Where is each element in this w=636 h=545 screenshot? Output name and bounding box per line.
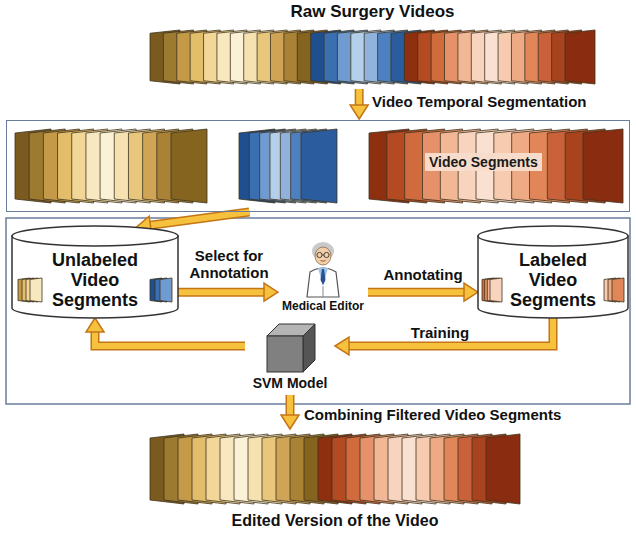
shape (12, 226, 178, 246)
editor-label: Medical Editor (272, 300, 374, 314)
shape (12, 236, 178, 318)
video-frame (160, 278, 172, 302)
arrow-head (464, 283, 478, 301)
arrow-shaft (95, 330, 245, 346)
arrow-outline (347, 318, 553, 346)
cylinder-text-area: Labeled Video Segments (478, 244, 628, 316)
shape (317, 252, 322, 257)
flow-arrow (368, 283, 478, 301)
arrow-head (335, 337, 349, 355)
edge-label: Annotating (370, 266, 476, 283)
flow-arrow (86, 318, 245, 346)
video-strip: Edited Version of the Video (150, 430, 520, 508)
doctor-figure (278, 240, 368, 298)
edge-label: Select for Annotation (181, 247, 277, 281)
video-frame (490, 278, 502, 302)
shape (322, 255, 324, 256)
edge-label: Video Temporal Segmentation (372, 93, 612, 110)
video-frame (583, 129, 623, 203)
cube-shape (245, 318, 335, 374)
flow-arrow (350, 89, 368, 119)
shape (307, 268, 339, 297)
flow-arrow (281, 395, 299, 429)
strip-heading: Raw Surgery Videos (110, 2, 635, 22)
cylinder-label: Unlabeled Video Segments (45, 250, 145, 310)
arrow-head (86, 318, 104, 332)
arrow-shaft (148, 212, 249, 225)
arrow-shaft (178, 292, 266, 293)
frame-strip (150, 430, 520, 508)
shape (324, 252, 329, 257)
model-label: SVM Model (235, 375, 345, 391)
edge-label: Training (395, 324, 485, 341)
cylinder-label: Labeled Video Segments (503, 250, 603, 310)
arrow-outline (178, 288, 266, 297)
arrow-fill (148, 212, 249, 225)
shape (323, 286, 324, 297)
edge-label: Combining Filtered Video Segments (304, 406, 604, 423)
database-cylinder: Unlabeled Video Segments (12, 226, 178, 318)
shape (321, 269, 326, 285)
segments-label: Video Segments (425, 153, 542, 171)
video-frame (301, 129, 337, 203)
arrow-fill (368, 289, 466, 295)
shape (315, 247, 331, 265)
shape (303, 324, 315, 372)
arrow-outline (286, 395, 295, 417)
arrow-fill (95, 330, 245, 346)
shape (267, 336, 303, 372)
shape (478, 236, 628, 318)
video-frame (171, 129, 207, 203)
database-cylinder: Labeled Video Segments (478, 226, 628, 318)
arrow-outline (148, 212, 249, 225)
video-frame (565, 30, 595, 84)
cylinder-text-area: Unlabeled Video Segments (12, 244, 178, 316)
flow-arrow (335, 318, 553, 355)
video-frame (30, 278, 42, 302)
arrow-head (350, 105, 368, 119)
frame-strip (150, 26, 595, 88)
active-learning-panel (6, 218, 630, 404)
video-frame (486, 434, 520, 504)
arrow-fill (287, 395, 293, 417)
model-cube: SVM Model (245, 318, 335, 394)
arrow-fill (178, 289, 266, 295)
shape (478, 226, 628, 246)
video-frame (612, 278, 624, 302)
strip-heading: Edited Version of the Video (110, 512, 560, 530)
segments-panel: Video Segments (6, 120, 630, 212)
arrow-head (264, 283, 278, 301)
video-strip: Raw Surgery Videos (150, 26, 595, 88)
editor-figure: Medical Editor (278, 240, 368, 316)
arrow-outline (368, 288, 466, 297)
shape (321, 260, 326, 262)
arrow-head (281, 415, 299, 429)
flow-arrow (178, 283, 278, 301)
arrow-shaft (368, 292, 466, 293)
arrow-shaft (347, 318, 553, 346)
arrow-outline (95, 330, 245, 346)
arrow-fill (347, 318, 553, 346)
shape (318, 268, 328, 286)
arrow-shaft (290, 395, 291, 417)
